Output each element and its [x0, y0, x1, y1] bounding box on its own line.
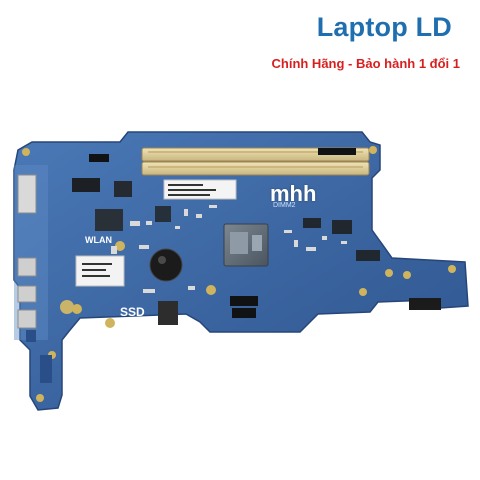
ram-slot-pin-row-bottom	[148, 166, 363, 168]
cpu-die-1	[230, 232, 248, 254]
top-left-connector	[89, 154, 109, 162]
usb-port-2	[17, 285, 37, 303]
vga-port	[17, 174, 37, 214]
chip-4	[155, 206, 171, 222]
gold-pad	[72, 304, 82, 314]
ssd-connector	[158, 301, 178, 325]
gold-pad	[385, 269, 393, 277]
chip-1	[72, 178, 100, 192]
branch-detail	[40, 355, 52, 383]
brand-tagline: Chính Hãng - Bảo hành 1 đổi 1	[271, 56, 461, 71]
chip-5	[303, 218, 321, 228]
bottom-connector-2	[232, 308, 256, 318]
chip-2	[114, 181, 132, 197]
serial-barcode-2	[168, 189, 216, 191]
usb-port-3	[17, 309, 37, 329]
wlan-barcode-1	[82, 263, 112, 265]
right-connector	[409, 298, 441, 310]
gold-pad	[448, 265, 456, 273]
chip-3	[95, 209, 123, 231]
cmos-battery-highlight	[158, 256, 166, 264]
component-cluster	[111, 205, 347, 293]
cmos-battery	[149, 248, 183, 282]
ram-slot-bottom	[141, 161, 370, 176]
wlan-barcode-3	[82, 275, 110, 277]
brand-title: Laptop LD	[316, 12, 452, 42]
pcb-board	[13, 131, 469, 411]
usb-port-1	[17, 257, 37, 277]
gold-pad	[22, 148, 30, 156]
wlan-barcode-2	[82, 269, 106, 271]
chip-6	[332, 220, 352, 234]
serial-barcode-1	[168, 184, 203, 186]
gold-pad	[359, 288, 367, 296]
bottom-connector-1	[230, 296, 258, 306]
cpu-die-2	[252, 235, 262, 251]
gold-pad	[403, 271, 411, 279]
gold-pad	[206, 285, 216, 295]
gold-pad	[369, 146, 377, 154]
branch-detail-2	[26, 330, 36, 342]
top-right-connector	[318, 148, 356, 155]
ram-slot-pin-row-top	[148, 151, 363, 153]
gold-pad	[105, 318, 115, 328]
serial-barcode-3	[168, 194, 210, 196]
gold-pad	[115, 241, 125, 251]
chip-7	[356, 250, 380, 261]
ssd-screw-area	[60, 300, 74, 314]
gold-pad	[36, 394, 44, 402]
